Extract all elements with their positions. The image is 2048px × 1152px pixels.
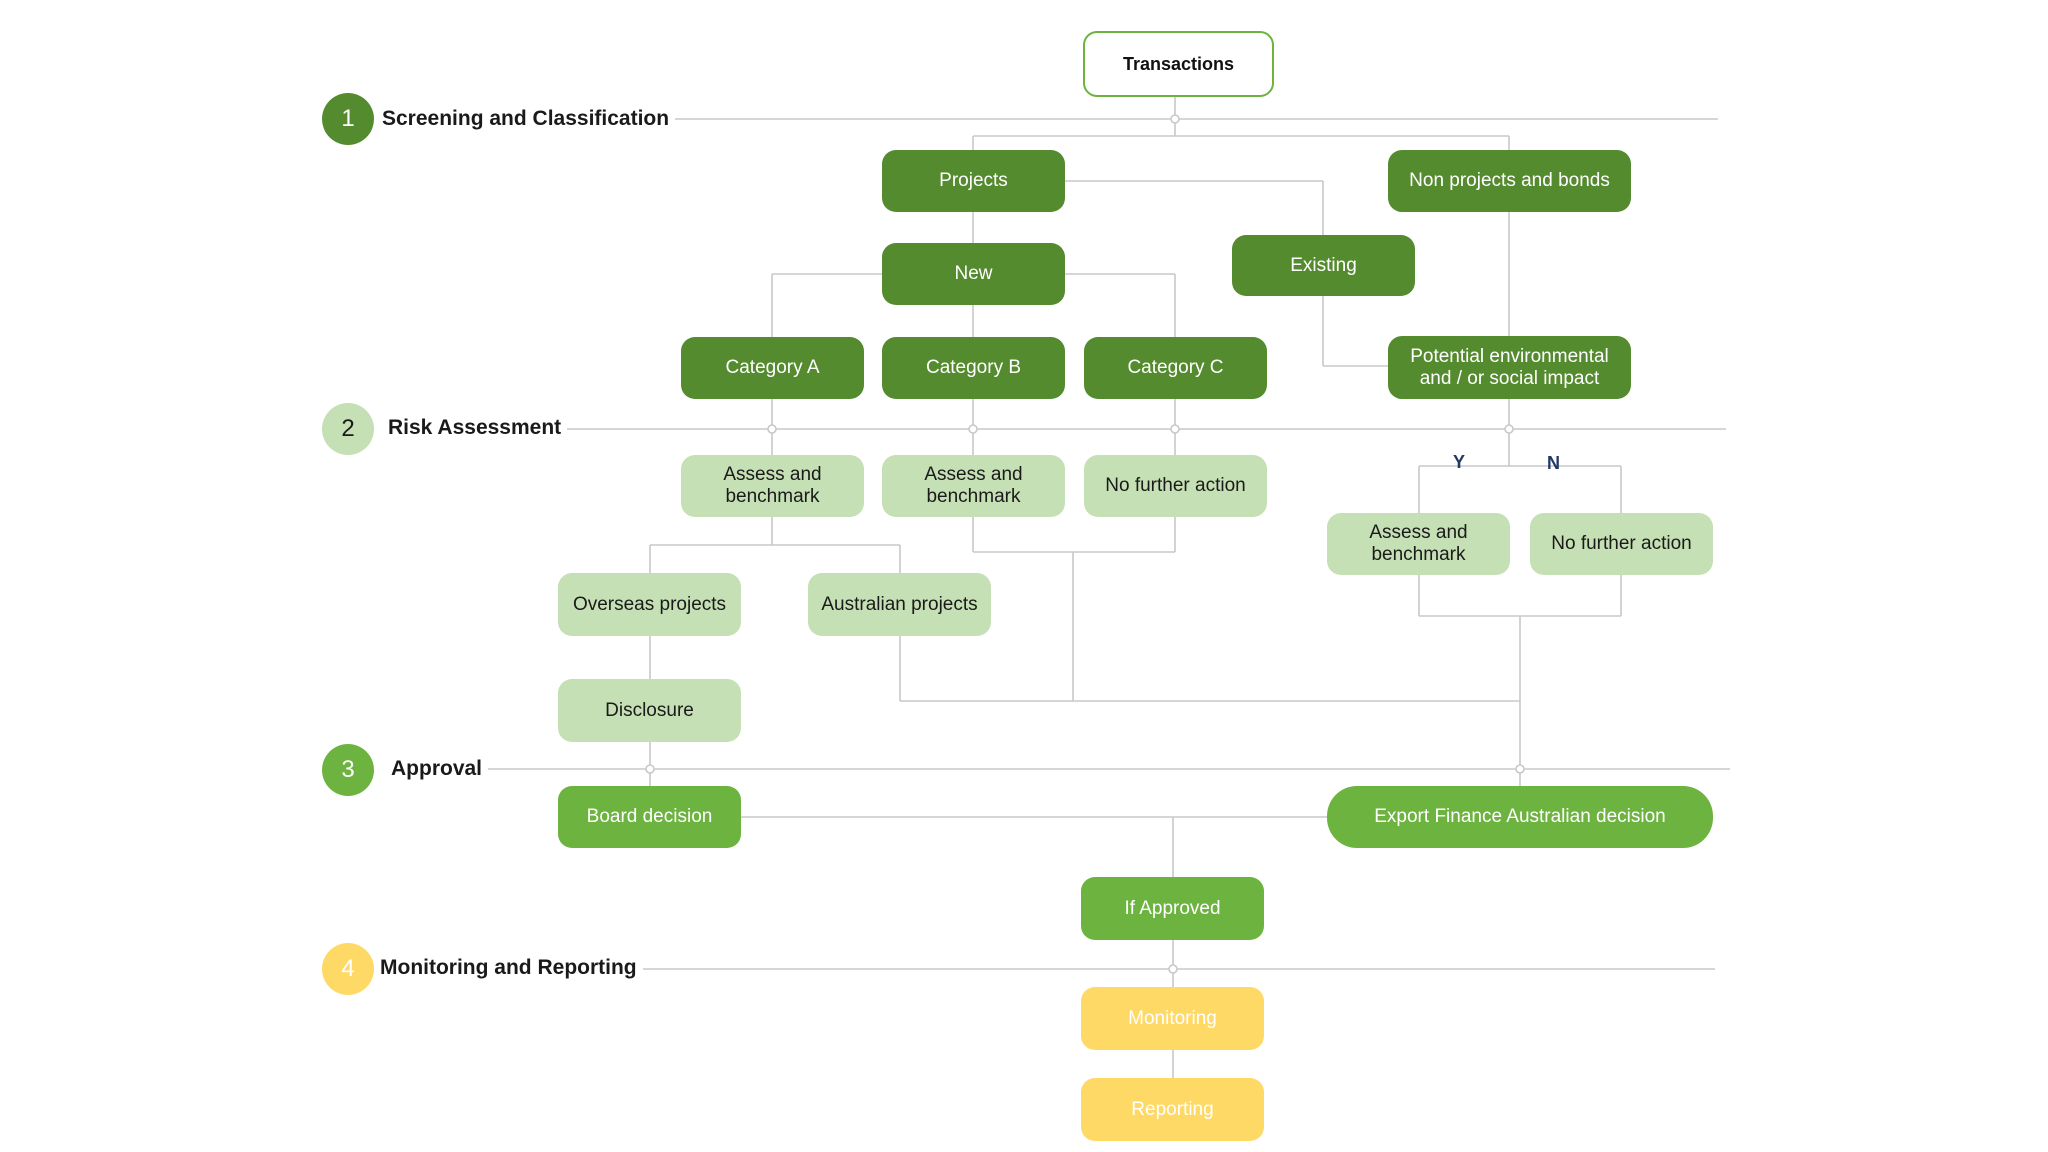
category-b-node: Category B — [882, 337, 1065, 399]
stage-2-number: 2 — [322, 403, 374, 455]
stage-3-number: 3 — [322, 744, 374, 796]
assess-benchmark-y-node: Assess and benchmark — [1327, 513, 1510, 575]
no-further-action-c-node: No further action — [1084, 455, 1267, 517]
non-projects-and-bonds-node: Non projects and bonds — [1388, 150, 1631, 212]
category-c-node: Category C — [1084, 337, 1267, 399]
projects-node: Projects — [882, 150, 1065, 212]
potential-impact-node: Potential environmental and / or social … — [1388, 336, 1631, 399]
stage-1-label: Screening and Classification — [382, 107, 676, 131]
australian-projects-node: Australian projects — [808, 573, 991, 636]
stage-2-label: Risk Assessment — [388, 416, 568, 440]
category-a-node: Category A — [681, 337, 864, 399]
reporting-node: Reporting — [1081, 1078, 1264, 1141]
branch-yes-label: Y — [1453, 452, 1466, 472]
assess-benchmark-a-node: Assess and benchmark — [681, 455, 864, 517]
branch-no-label: N — [1547, 453, 1560, 473]
no-further-action-n-node: No further action — [1530, 513, 1713, 575]
new-node: New — [882, 243, 1065, 305]
monitoring-node: Monitoring — [1081, 987, 1264, 1050]
stage-4-number: 4 — [322, 943, 374, 995]
board-decision-node: Board decision — [558, 786, 741, 848]
stage-1-number: 1 — [322, 93, 374, 145]
stage-3-label: Approval — [391, 757, 489, 781]
disclosure-node: Disclosure — [558, 679, 741, 742]
if-approved-node: If Approved — [1081, 877, 1264, 940]
stage-4-label: Monitoring and Reporting — [380, 956, 643, 980]
overseas-projects-node: Overseas projects — [558, 573, 741, 636]
transactions-node: Transactions — [1083, 31, 1274, 97]
efa-decision-node: Export Finance Australian decision — [1327, 786, 1713, 848]
existing-node: Existing — [1232, 235, 1415, 296]
assess-benchmark-b-node: Assess and benchmark — [882, 455, 1065, 517]
